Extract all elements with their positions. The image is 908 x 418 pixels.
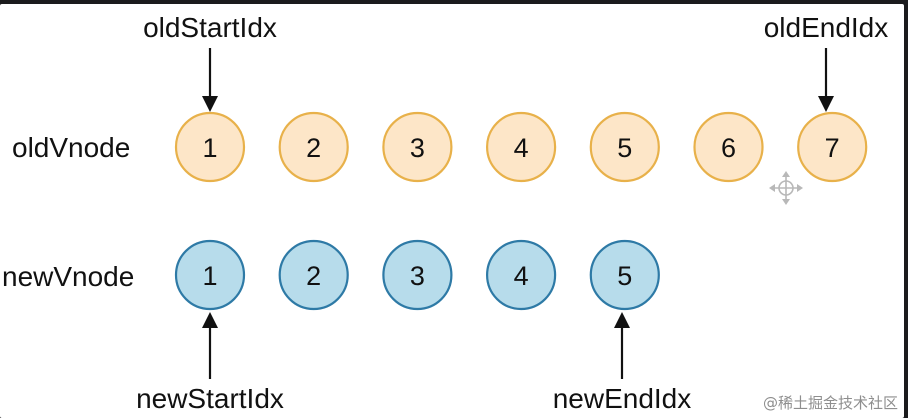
old-vnode-circle	[797, 111, 868, 183]
new-vnode-label: 1	[202, 261, 217, 291]
old-vnode-label: oldVnode	[12, 132, 130, 163]
old-vnode-label: 2	[306, 133, 321, 163]
new-vnode-label: 4	[514, 261, 529, 291]
old-vnode-label: 5	[617, 133, 632, 163]
watermark-text: @稀土掘金技术社区	[763, 394, 898, 412]
new-end-idx-label: newEndIdx	[553, 383, 692, 414]
old-vnode-7: 7	[797, 111, 868, 183]
new-vnode-3: 3	[382, 239, 453, 311]
new-vnode-label: 2	[306, 261, 321, 291]
old-vnode-3: 3	[382, 111, 453, 183]
old-vnode-5: 5	[589, 111, 660, 183]
new-vnode-label: 5	[617, 261, 632, 291]
new-vnode-2: 2	[278, 239, 349, 311]
new-start-idx-label: newStartIdx	[136, 383, 284, 414]
old-vnode-label: 1	[202, 133, 217, 163]
old-vnode-label: 6	[721, 133, 736, 163]
new-vnode-1: 1	[174, 239, 246, 311]
diagram-canvas: oldVnode newVnode 1 2 3 4 5 6 7 1 2 3 4 5 oldStart…	[0, 4, 904, 418]
new-vnode-label: newVnode	[2, 261, 134, 292]
new-end-arrow	[614, 312, 630, 379]
old-vnode-4: 4	[485, 111, 557, 183]
old-vnode-circle	[382, 111, 453, 183]
new-start-arrow	[202, 312, 218, 379]
new-vnode-circle	[278, 239, 349, 311]
new-vnode-row: 1 2 3 4 5	[174, 239, 660, 311]
old-vnode-2: 2	[278, 111, 349, 183]
new-vnode-circle	[382, 239, 453, 311]
old-vnode-label: 3	[410, 133, 425, 163]
new-vnode-label: 3	[410, 261, 425, 291]
old-vnode-label: 4	[514, 133, 529, 163]
old-start-idx-label: oldStartIdx	[143, 12, 277, 43]
old-vnode-1: 1	[174, 111, 246, 183]
old-vnode-circle	[278, 111, 349, 183]
old-start-arrow	[202, 48, 218, 112]
old-vnode-circle	[174, 111, 246, 183]
old-vnode-6: 6	[693, 111, 764, 183]
new-vnode-5: 5	[589, 239, 660, 311]
new-vnode-circle	[589, 239, 660, 311]
old-vnode-circle	[485, 111, 557, 183]
move-cursor-icon	[769, 171, 803, 205]
old-vnode-row: 1 2 3 4 5 6 7	[174, 111, 868, 183]
old-vnode-circle	[589, 111, 660, 183]
old-end-idx-label: oldEndIdx	[764, 12, 889, 43]
old-end-arrow	[818, 48, 834, 112]
old-vnode-circle	[693, 111, 764, 183]
new-vnode-4: 4	[485, 239, 557, 311]
new-vnode-circle	[485, 239, 557, 311]
new-vnode-circle	[174, 239, 246, 311]
vnode-diff-diagram: oldVnode newVnode 1 2 3 4 5 6 7 1 2 3 4 5 oldStart…	[2, 12, 898, 414]
old-vnode-label: 7	[825, 133, 840, 163]
